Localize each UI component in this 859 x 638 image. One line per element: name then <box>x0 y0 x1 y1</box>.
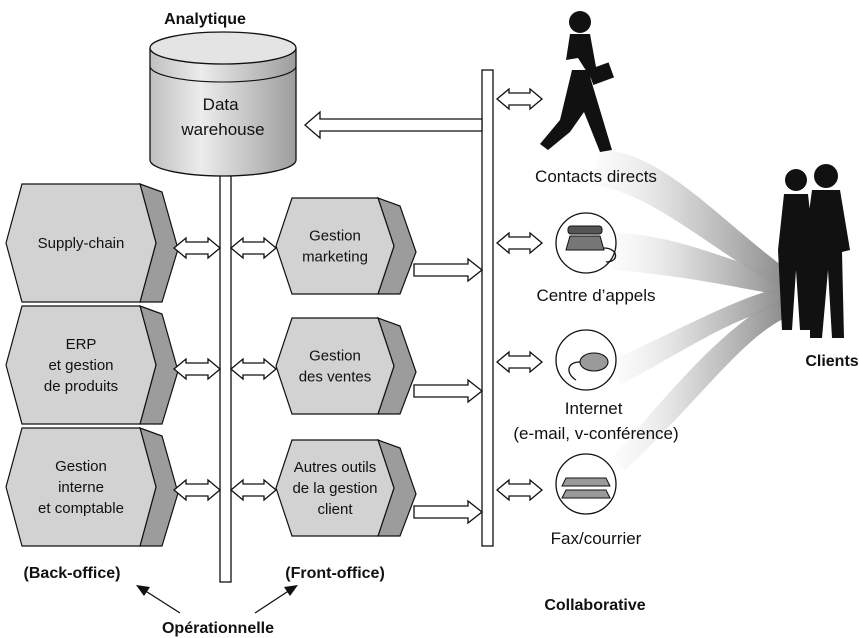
svg-text:Internet (e-mail, v-confér: Internet (e-mail, v-conférence) <box>513 399 678 443</box>
back-office-module-1: Supply-chain <box>5 183 179 303</box>
bus-to-front-arrow-2 <box>229 357 278 381</box>
flow-fax <box>612 296 785 470</box>
bus-to-front-arrow-1 <box>229 236 278 260</box>
letter-tray-icon <box>555 453 617 515</box>
back-office-module-1-label-line1: Supply-chain <box>38 235 125 252</box>
front-office-module-3-label-line2: de la gestion <box>292 480 377 497</box>
front-office-module-1: Gestion marketing <box>275 197 417 295</box>
front-office-module-2: Gestion des ventes <box>275 317 417 415</box>
front-to-collab-arrow-1 <box>413 257 484 283</box>
front-office-module-1-label-line1: Gestion <box>309 228 361 245</box>
front-office-module-3-label-line3: client <box>317 501 353 518</box>
back-office-module-2-label-line3: de produits <box>44 378 118 395</box>
flow-internet <box>612 286 785 385</box>
operational-bus <box>219 169 232 583</box>
front-office-module-3: Autres outils de la gestion client <box>275 439 417 537</box>
collab-to-channel-arrow-3 <box>495 350 544 374</box>
collab-to-channel-arrow-1 <box>495 87 544 111</box>
channel-label-phone: Centre d’appels <box>536 286 655 305</box>
back-office-module-2: ERP et gestion de produits <box>5 305 179 425</box>
channel-to-clients-flows <box>590 150 785 470</box>
front-office-module-2-label-line1: Gestion <box>309 348 361 365</box>
data-warehouse-label-line1: Data <box>203 95 239 114</box>
front-office-module-1-label-line2: marketing <box>302 249 368 266</box>
data-warehouse-label-line2: warehouse <box>180 120 264 139</box>
front-office-module-3-label-line1: Autres outils <box>294 459 377 476</box>
front-to-collab-arrow-2 <box>413 378 484 404</box>
channel-label-fax: Fax/courrier <box>551 529 642 548</box>
bus-to-warehouse-arrow <box>304 110 483 140</box>
front-to-collab-arrow-3 <box>413 499 484 525</box>
back-office-label: (Back-office) <box>24 565 121 582</box>
bus-to-front-arrow-3 <box>229 478 278 502</box>
collab-to-channel-arrow-2 <box>495 231 544 255</box>
connector-arrows <box>172 87 544 525</box>
collaborative-bus <box>481 69 494 547</box>
front-office-module-2-label-line2: des ventes <box>299 369 372 386</box>
back-to-bus-arrow-1 <box>172 236 222 260</box>
clients-silhouette-icon <box>778 164 850 338</box>
walking-person-icon <box>540 11 615 152</box>
data-warehouse: Data warehouse <box>149 31 297 177</box>
back-office-module-3-label-line1: Gestion <box>55 458 107 475</box>
mouse-icon <box>555 329 617 391</box>
channel-label-contacts: Contacts directs <box>535 167 657 186</box>
back-office-module-3: Gestion interne et comptable <box>5 427 179 547</box>
back-to-bus-arrow-3 <box>172 478 222 502</box>
channel-icons <box>540 11 617 515</box>
svg-text:Fax/courrier: Fax/courrier <box>551 529 642 548</box>
flow-contacts <box>590 150 785 290</box>
svg-text:Data warehouse: Data warehouse <box>180 95 264 139</box>
collaborative-label: Collaborative <box>544 597 645 614</box>
clients-label: Clients <box>805 353 858 370</box>
analytique-label: Analytique <box>164 11 246 28</box>
front-office-label: (Front-office) <box>285 565 385 582</box>
back-office-module-3-label-line2: interne <box>58 479 104 496</box>
svg-text:Contacts directs: Contacts directs <box>535 167 657 186</box>
telephone-icon <box>555 212 617 274</box>
operationnelle-pointers <box>136 585 298 614</box>
svg-text:Supply-chain: Supply-chain <box>38 235 125 252</box>
back-office-module-2-label-line2: et gestion <box>48 357 113 374</box>
svg-text:Centre d’appels: Centre d’appels <box>536 286 655 305</box>
back-office-module-2-label-line1: ERP <box>66 336 97 353</box>
collab-to-channel-arrow-4 <box>495 478 544 502</box>
flow-phone <box>610 232 785 296</box>
channel-label-internet-detail: (e-mail, v-conférence) <box>513 424 678 443</box>
operationnelle-label: Opérationnelle <box>162 620 274 637</box>
channel-label-internet: Internet <box>565 399 623 418</box>
back-to-bus-arrow-2 <box>172 357 222 381</box>
back-office-module-3-label-line3: et comptable <box>38 500 124 517</box>
